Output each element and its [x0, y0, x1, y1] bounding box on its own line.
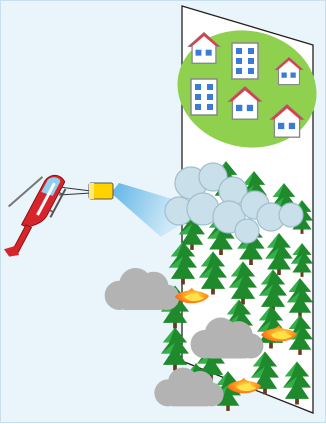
buildings-icon — [191, 79, 217, 115]
firefighting-helicopter-icon — [1, 162, 69, 265]
buildings-icon — [232, 43, 258, 79]
water-bucket-icon — [59, 183, 113, 199]
smoke-cloud-icon — [105, 268, 180, 310]
